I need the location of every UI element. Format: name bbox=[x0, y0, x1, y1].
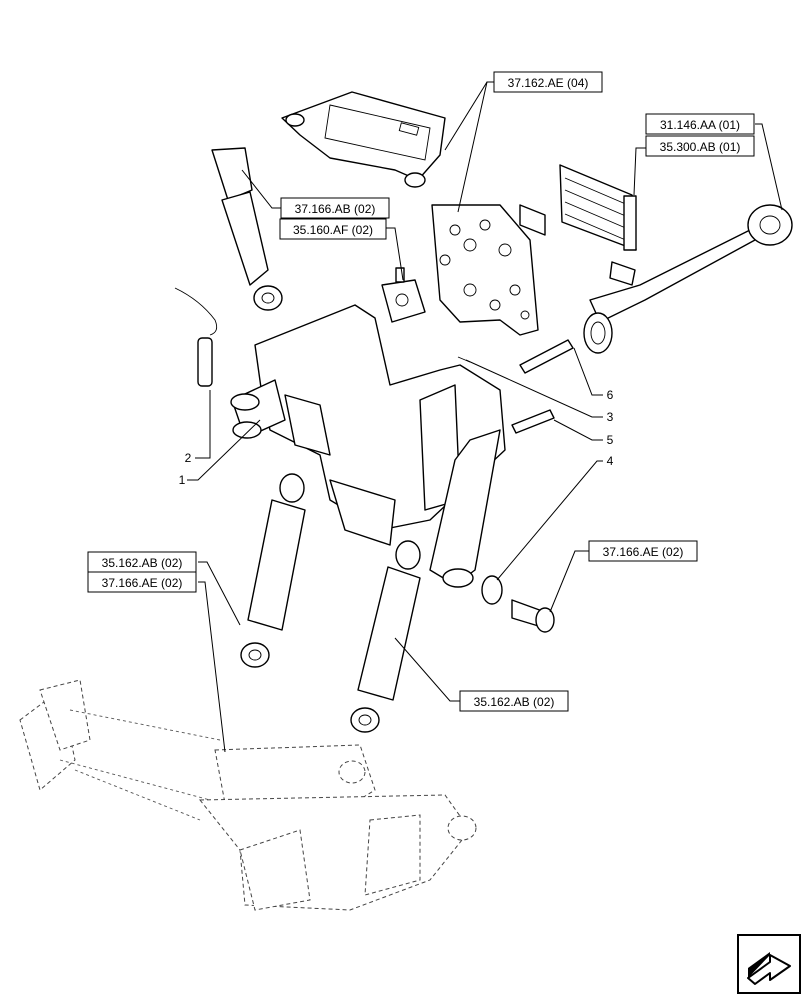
pin-6 bbox=[519, 339, 574, 374]
ref-text: 35.300.AB (01) bbox=[660, 140, 741, 154]
callout-4: 4 bbox=[607, 454, 614, 468]
ref-label-37-166-ae-02-left[interactable]: 37.166.AE (02) bbox=[87, 571, 197, 593]
top-link-cylinder bbox=[211, 147, 283, 311]
callout-2: 2 bbox=[185, 451, 192, 465]
lower-arms-ghost bbox=[19, 679, 477, 911]
ref-label-35-300-ab-01[interactable]: 35.300.AB (01) bbox=[645, 135, 755, 157]
control-valve bbox=[381, 267, 426, 323]
bushing-4 bbox=[481, 575, 503, 605]
leader-lines bbox=[187, 81, 783, 753]
ref-label-37-166-ab-02[interactable]: 37.166.AB (02) bbox=[280, 197, 390, 219]
ref-label-35-162-ab-02-right[interactable]: 35.162.AB (02) bbox=[459, 690, 569, 712]
callout-6: 6 bbox=[607, 388, 614, 402]
next-page-arrow-icon[interactable] bbox=[737, 934, 801, 994]
ref-label-35-162-ab-02-left[interactable]: 35.162.AB (02) bbox=[87, 551, 197, 573]
ref-text: 37.162.AE (04) bbox=[508, 76, 589, 90]
pin-5 bbox=[511, 409, 555, 434]
ref-text: 37.166.AE (02) bbox=[102, 576, 183, 590]
lift-cylinder-right bbox=[350, 540, 421, 733]
oil-cooler bbox=[519, 164, 637, 286]
drive-shaft bbox=[583, 204, 793, 354]
bushing-sleeve bbox=[511, 599, 555, 633]
ref-text: 37.166.AB (02) bbox=[295, 202, 376, 216]
ref-label-37-162-ae-04[interactable]: 37.162.AE (04) bbox=[493, 71, 603, 93]
front-hitch-frame bbox=[230, 304, 506, 588]
ref-text: 31.146.AA (01) bbox=[660, 118, 740, 132]
ref-label-31-146-aa-01[interactable]: 31.146.AA (01) bbox=[645, 113, 755, 135]
pin-with-clip bbox=[174, 287, 218, 387]
callout-3: 3 bbox=[607, 410, 614, 424]
top-cover-plate bbox=[281, 91, 446, 188]
lift-cylinder-left bbox=[240, 473, 306, 668]
ref-label-35-160-af-02[interactable]: 35.160.AF (02) bbox=[279, 218, 387, 240]
ref-text: 37.166.AE (02) bbox=[603, 545, 684, 559]
rear-mounting-plate bbox=[431, 204, 539, 336]
callout-5: 5 bbox=[607, 433, 614, 447]
callout-1: 1 bbox=[179, 473, 186, 487]
ref-text: 35.162.AB (02) bbox=[102, 556, 183, 570]
ref-text: 35.162.AB (02) bbox=[474, 695, 555, 709]
ref-label-37-166-ae-02-right[interactable]: 37.166.AE (02) bbox=[588, 540, 698, 562]
ref-text: 35.160.AF (02) bbox=[293, 223, 373, 237]
